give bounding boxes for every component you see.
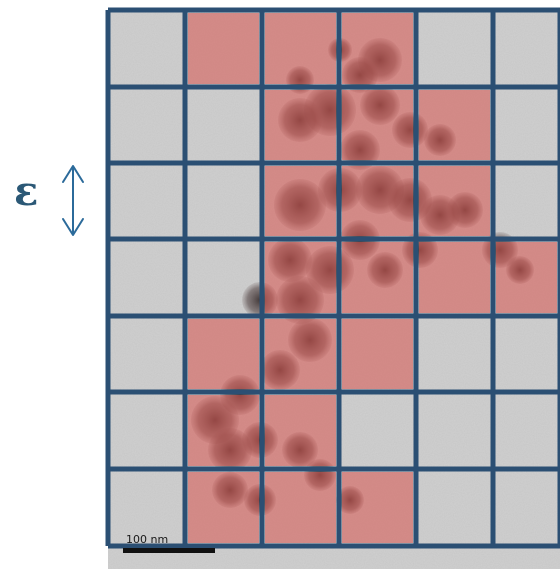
- highlighted-cell: [265, 319, 336, 389]
- scale-bar-label: 100 nm: [126, 533, 169, 546]
- highlighted-cell: [342, 472, 413, 543]
- double-headed-vertical-arrow-icon: [62, 165, 84, 236]
- box-counting-grid: [105, 7, 560, 549]
- highlighted-cell: [496, 242, 557, 313]
- highlighted-cell: [265, 90, 336, 160]
- highlighted-cell: [419, 166, 490, 236]
- highlighted-cell: [265, 13, 336, 84]
- highlighted-cells: [188, 13, 557, 543]
- highlighted-cell: [265, 395, 336, 466]
- highlighted-cell: [342, 319, 413, 389]
- epsilon-label: ε: [14, 168, 39, 215]
- highlighted-cell: [265, 242, 336, 313]
- highlighted-cell: [265, 472, 336, 543]
- highlighted-cell: [419, 242, 490, 313]
- highlighted-cell: [342, 166, 413, 236]
- highlighted-cell: [188, 472, 259, 543]
- highlighted-cell: [419, 90, 490, 160]
- highlighted-cell: [265, 166, 336, 236]
- highlighted-cell: [188, 13, 259, 84]
- highlighted-cell: [342, 242, 413, 313]
- highlighted-cell: [342, 13, 413, 84]
- highlighted-cell: [188, 395, 259, 466]
- highlighted-cell: [188, 319, 259, 389]
- highlighted-cell: [342, 90, 413, 160]
- scale-bar: [123, 548, 215, 553]
